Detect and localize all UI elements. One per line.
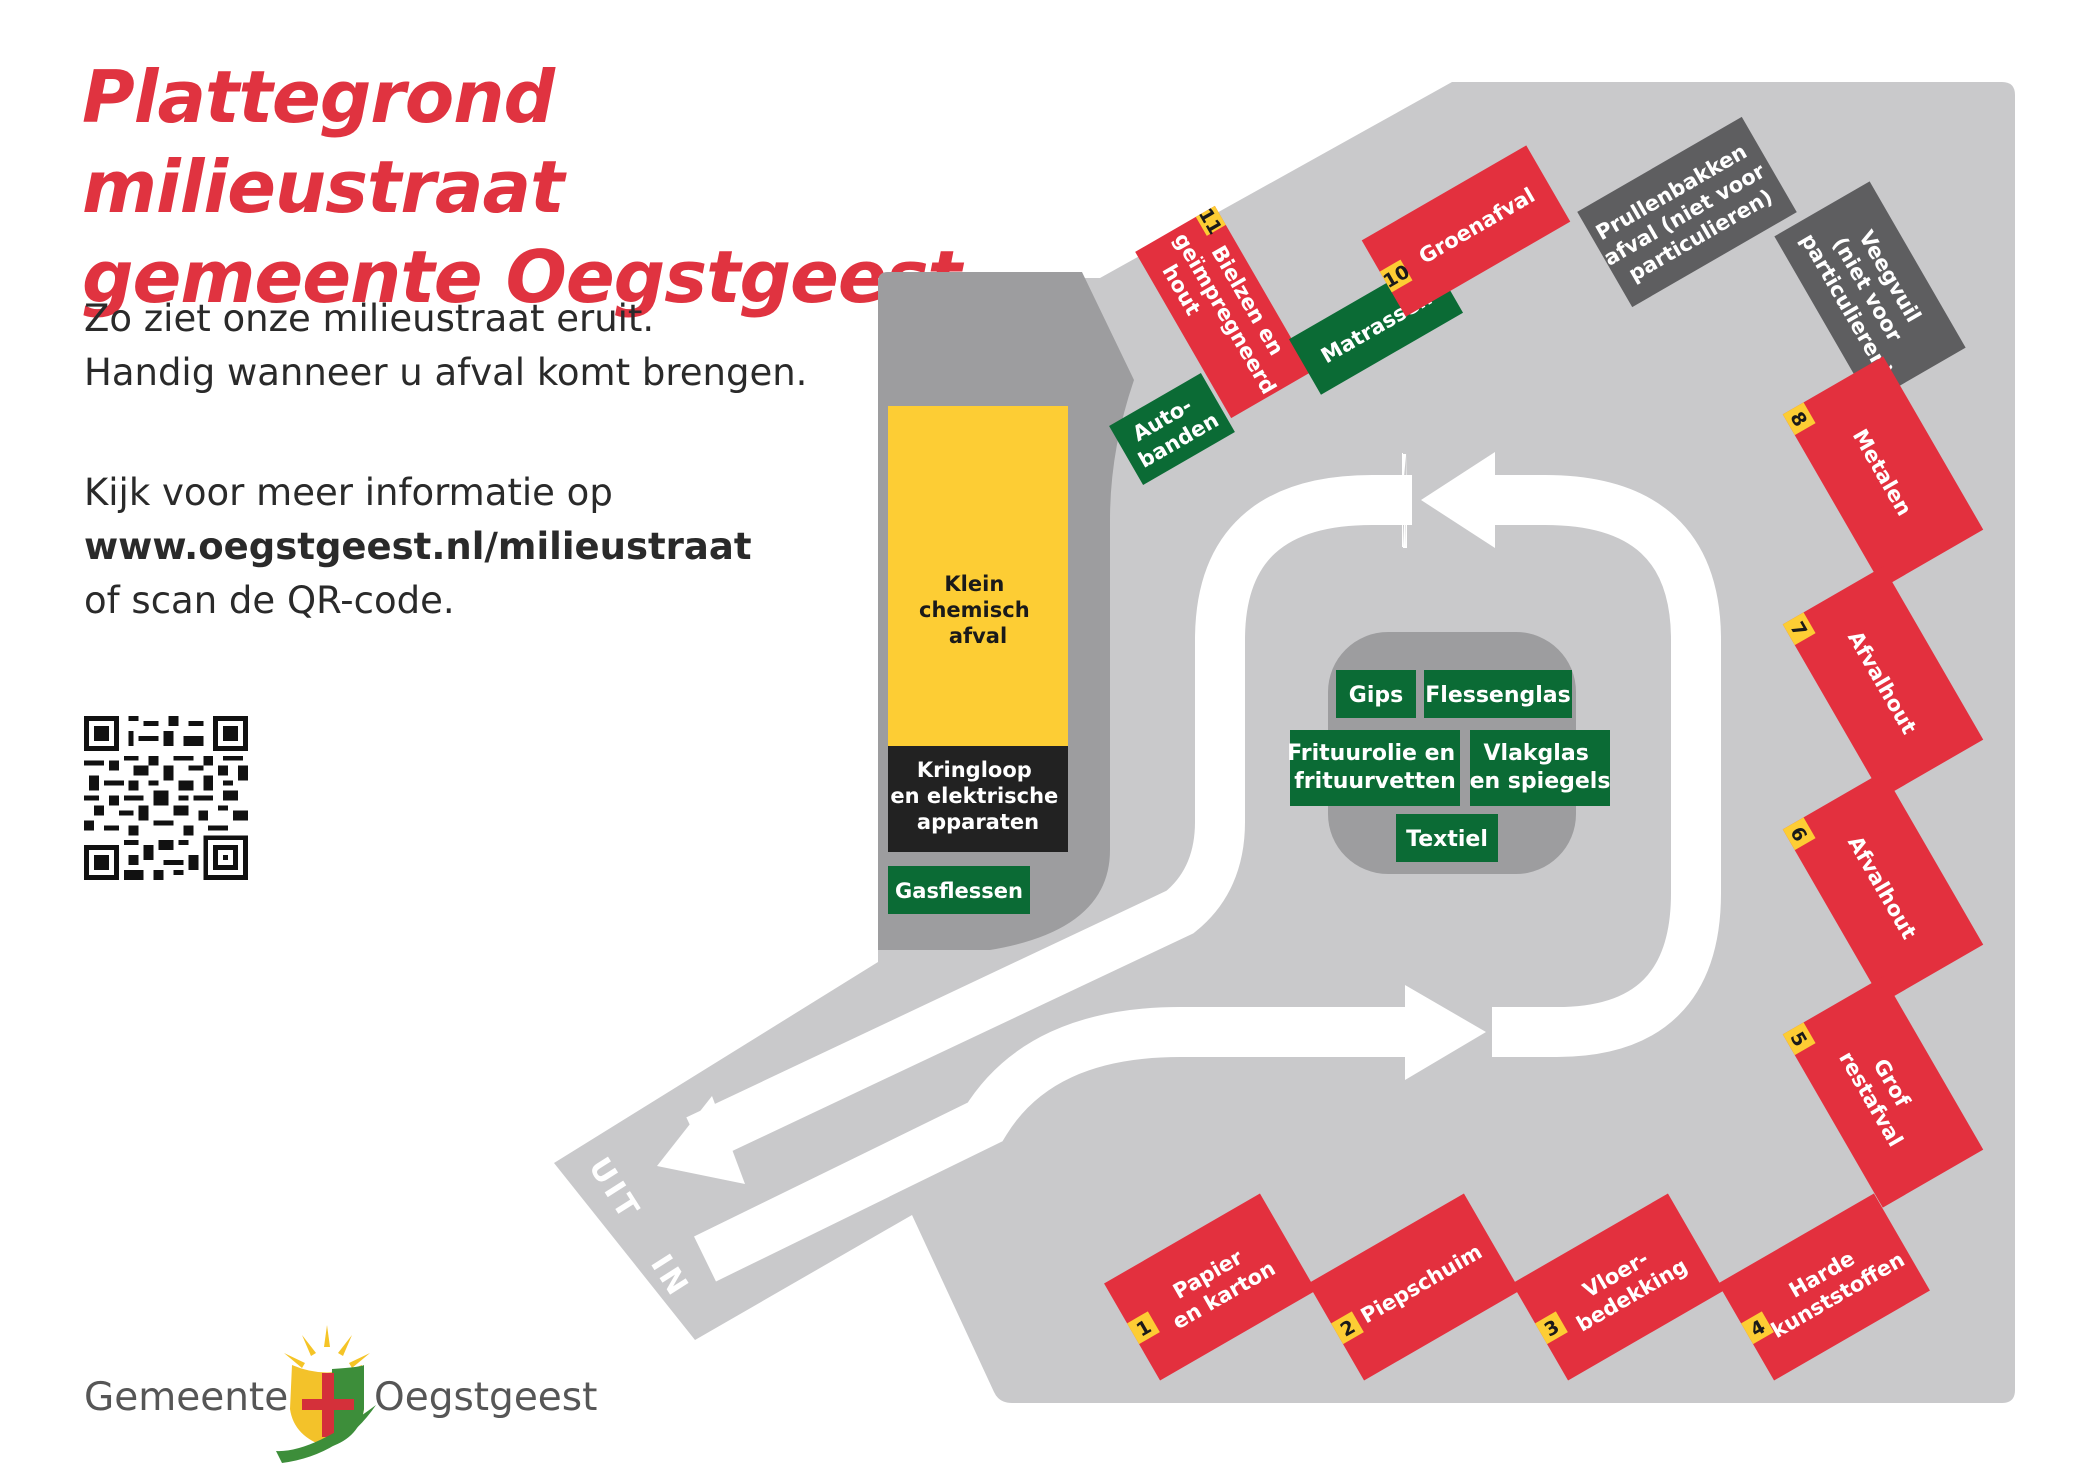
container-kringloop: Kringloop en elektrische apparaten (888, 746, 1068, 852)
container-label: Klein chemisch afval (919, 572, 1037, 648)
qr-code-icon[interactable] (84, 716, 248, 880)
number-badge (1195, 205, 1226, 236)
driving-route-entry (694, 1007, 1415, 1282)
intro-line-1: Zo ziet onze milieustraat eruit. (84, 297, 655, 340)
crest-icon (276, 1325, 376, 1463)
container-gasflessen: Gasflessen (888, 866, 1030, 914)
number-badge (1782, 1022, 1816, 1056)
number-badge (1741, 1311, 1774, 1345)
website-link[interactable]: www.oegstgeest.nl/milieustraat (84, 525, 752, 568)
logo-text-oegstgeest: Oegstgeest (374, 1375, 598, 1420)
number-badge (1782, 612, 1816, 646)
arrow-left-top (1403, 454, 1406, 487)
number-badge (1782, 817, 1816, 851)
container-klein-chemisch-afval: Klein chemisch afval (888, 406, 1068, 746)
arrow-entry-head (1405, 985, 1486, 1080)
intro-line-2: Handig wanneer u afval komt brengen. (84, 351, 808, 394)
container-textiel: Textiel (1396, 814, 1498, 862)
container-label: Gips (1349, 683, 1403, 708)
arrow-head-top (1403, 452, 1405, 548)
container-label: Kringloop en elektrische apparaten (890, 758, 1065, 834)
info-line-2: of scan de QR-code. (84, 579, 455, 622)
container-piepschuim: 2 Piepschuim (1308, 1193, 1520, 1381)
title-line-2: gemeente Oegstgeest (82, 235, 962, 319)
container-afvalhout-6: 6 Afvalhout (1782, 771, 1984, 1003)
info-text: Kijk voor meer informatie op www.oegstge… (84, 466, 884, 628)
number-badge (1127, 1311, 1160, 1345)
container-label: Textiel (1406, 827, 1488, 852)
info-line-1: Kijk voor meer informatie op (84, 471, 613, 514)
container-label: Vlakglas en spiegels (1470, 741, 1611, 794)
container-afvalhout-7: 7 Afvalhout (1782, 566, 1984, 798)
container-flessenglas: Flessenglas (1424, 670, 1572, 718)
container-label: Frituurolie en frituurvetten (1287, 741, 1463, 794)
title-line-1: Plattegrond milieustraat (82, 55, 565, 229)
municipality-logo: Gemeente Oegstgeest (84, 1325, 604, 1465)
page-title: Plattegrond milieustraat gemeente Oegstg… (82, 52, 982, 322)
arrow-loop-head (1421, 452, 1495, 548)
driving-route-exit (686, 475, 1412, 1163)
container-label: Flessenglas (1425, 683, 1571, 708)
number-badge (1535, 1311, 1568, 1345)
number-badge (1782, 402, 1816, 436)
driving-route (1492, 475, 1721, 1057)
container-frituurolie: Frituurolie en frituurvetten (1287, 730, 1463, 806)
container-veegvuil: Veegvuil (niet voor particulieren) (1774, 181, 1966, 403)
intro-text: Zo ziet onze milieustraat eruit. Handig … (84, 292, 884, 400)
container-vlakglas: Vlakglas en spiegels (1470, 730, 1611, 806)
logo-text-gemeente: Gemeente (84, 1375, 289, 1420)
container-autobanden: Auto- banden (1109, 373, 1235, 485)
container-grof-restafval: 5 Grof restafval (1782, 976, 1984, 1208)
container-gips: Gips (1336, 670, 1416, 718)
number-badge (1331, 1311, 1364, 1345)
container-label: Gasflessen (895, 879, 1023, 903)
number-badge (1379, 259, 1413, 293)
container-metalen: 8 Metalen (1782, 356, 1984, 588)
arrow-top-icon (1402, 453, 1403, 547)
arrow-exit-head (657, 1096, 745, 1184)
arrow-top (1405, 452, 1407, 548)
container-papier-karton: 1 Papier en karton (1104, 1193, 1316, 1381)
